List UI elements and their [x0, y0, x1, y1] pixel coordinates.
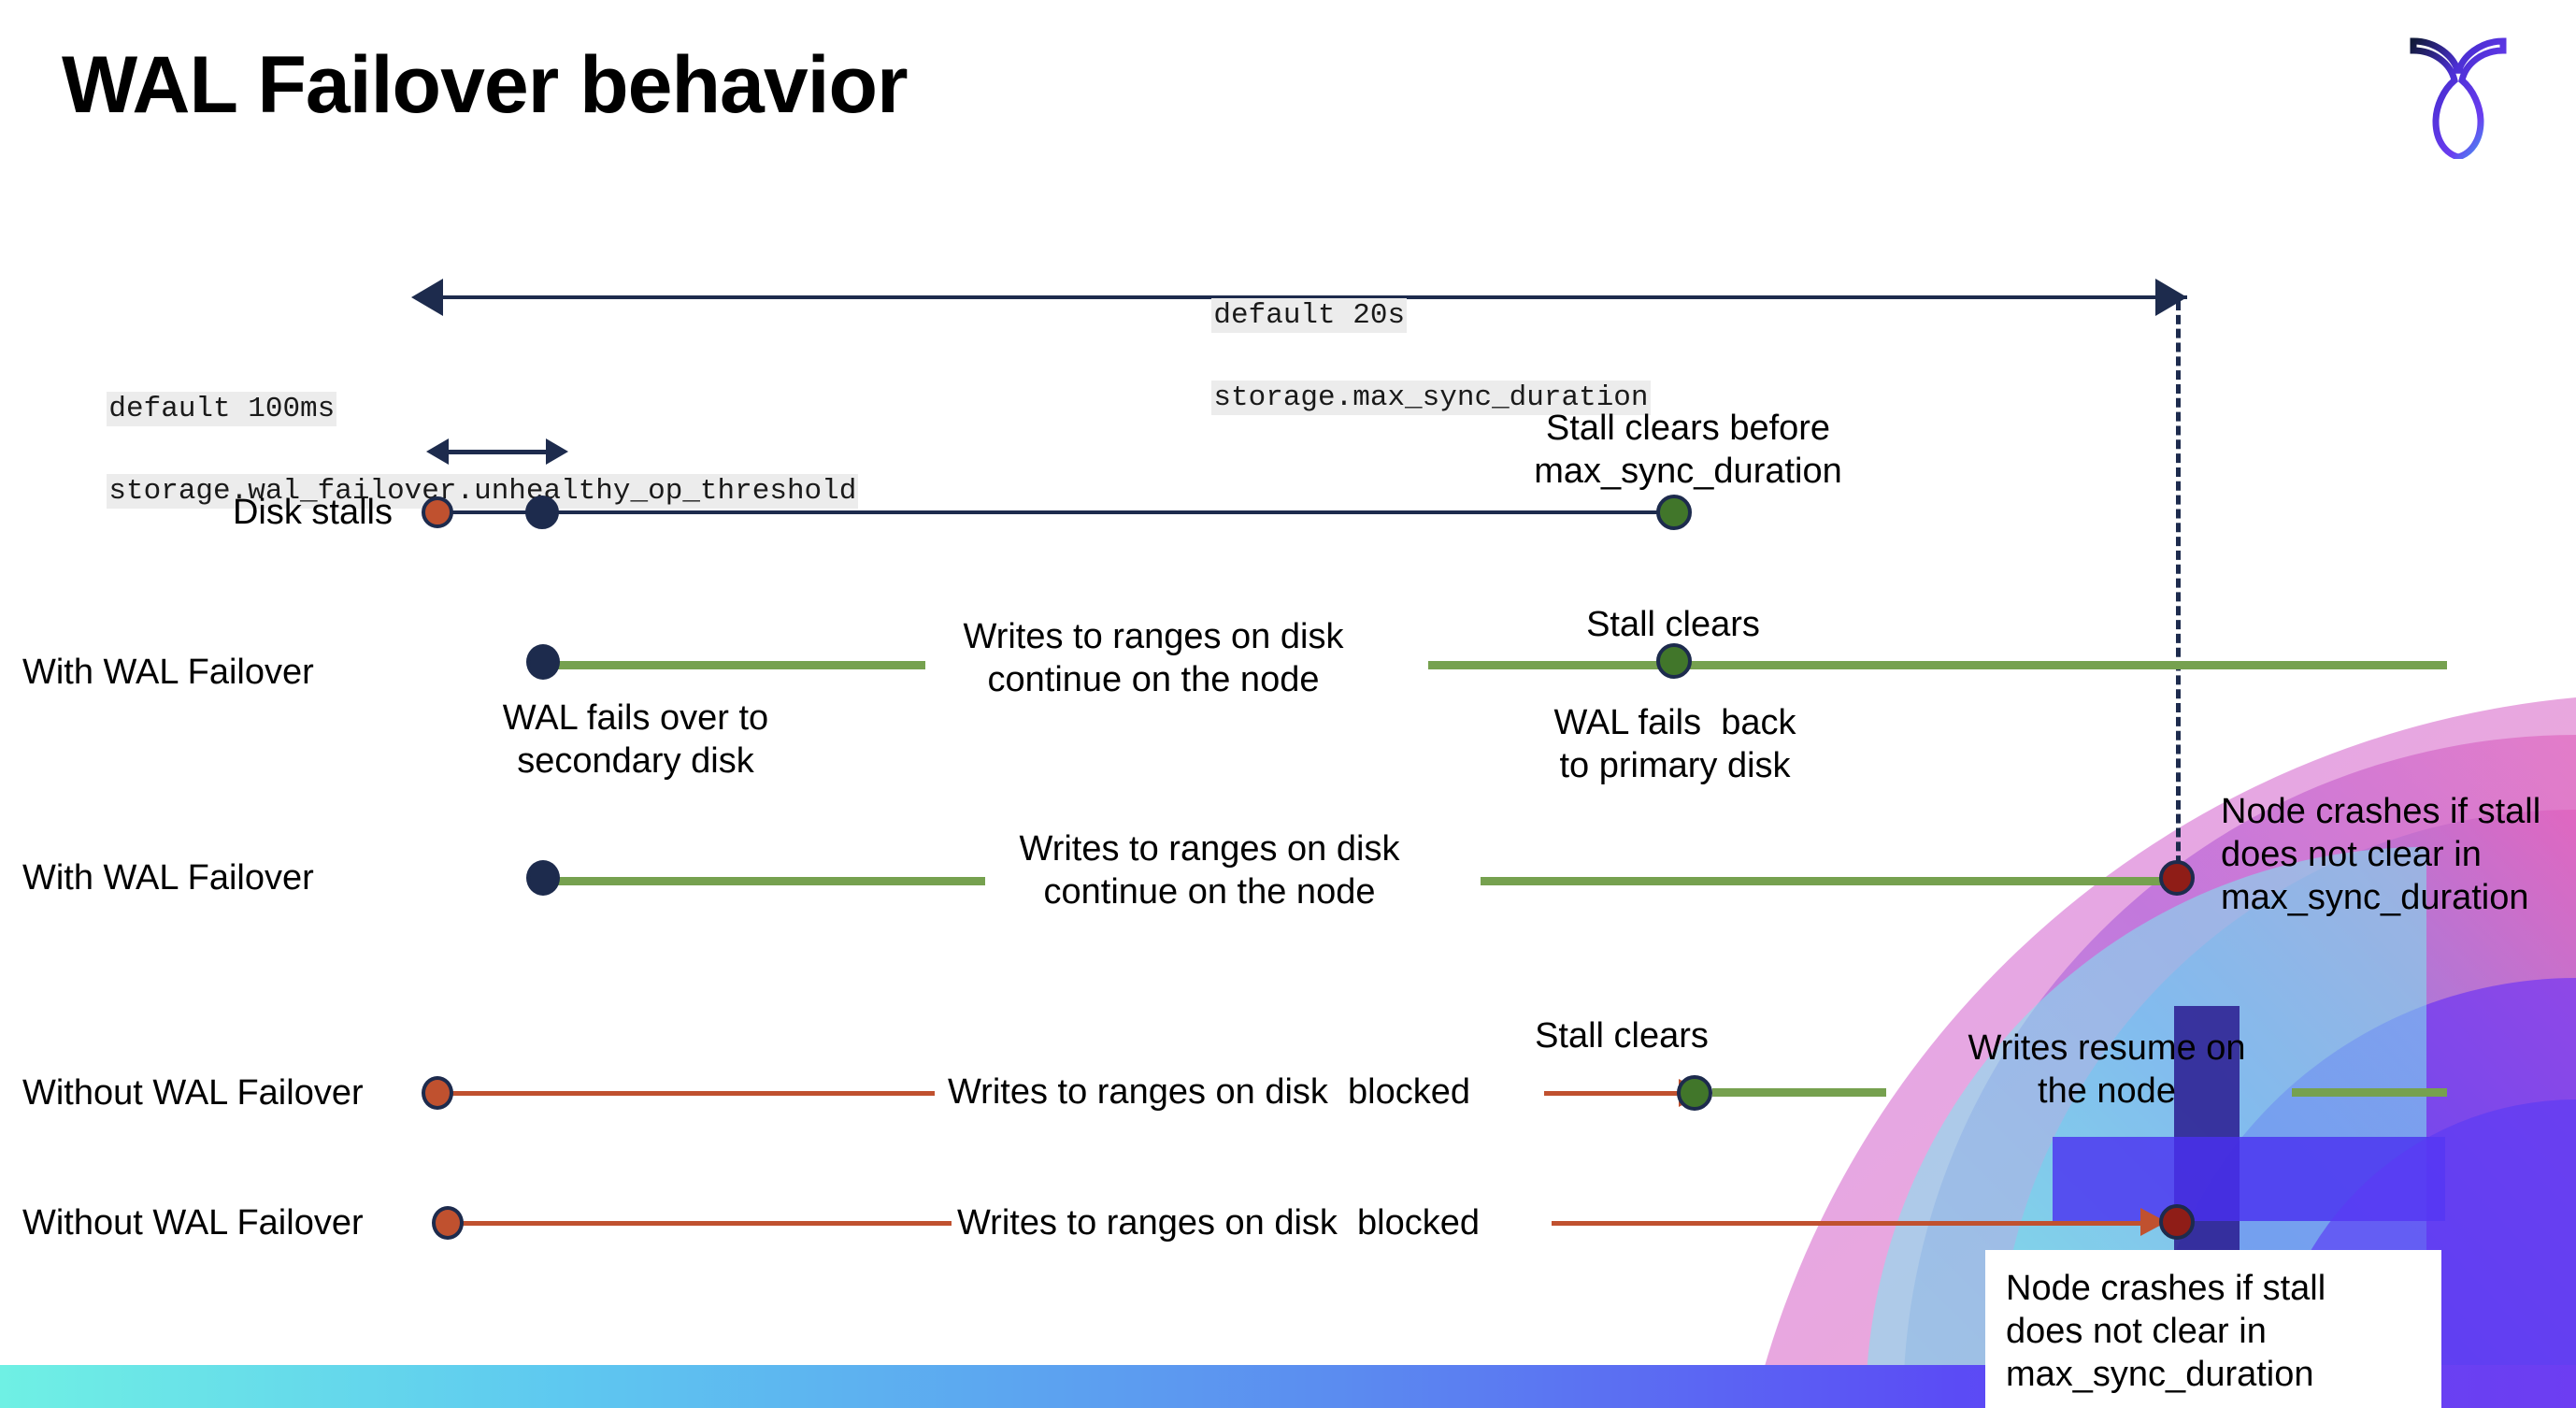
callout-node-crashes-row5: Node crashes if stall does not clear in …	[2006, 1269, 2326, 1394]
max-sync-arrow-right-icon	[2155, 279, 2187, 316]
row2-stall-clear-dot	[1656, 643, 1692, 679]
disk-stall-start-dot	[422, 496, 453, 528]
row3-line-segment-a	[548, 877, 985, 885]
row-label-without-wal-failover-2: Without WAL Failover	[22, 1203, 364, 1243]
row3-line-segment-b	[1481, 877, 2182, 885]
callout-writes-blocked-row5: Writes to ranges on disk blocked	[957, 1203, 1481, 1243]
unhealthy-op-span-line	[447, 450, 550, 454]
callout-box-node-crashes-row5: Node crashes if stall does not clear in …	[1985, 1250, 2441, 1408]
max-sync-default-value: default 20s	[1211, 298, 1408, 333]
callout-stall-clears-row2: Stall clears	[1586, 605, 1760, 644]
unhealthy-op-arrow-left-icon	[426, 438, 449, 465]
row3-failover-dot	[526, 860, 560, 896]
row-label-without-wal-failover-1: Without WAL Failover	[22, 1073, 364, 1113]
unhealthy-op-default-value: default 100ms	[107, 392, 337, 426]
disk-stall-clear-dot	[1656, 495, 1692, 530]
row4-resume-line-a	[1712, 1088, 1886, 1097]
row4-blocked-line-b	[1544, 1091, 1684, 1096]
row-label-disk-stalls: Disk stalls	[232, 493, 393, 532]
callout-writes-continue-row3: Writes to ranges on disk continue on the…	[1019, 829, 1400, 912]
callout-stall-clears-row4: Stall clears	[1535, 1016, 1709, 1056]
row5-blocked-line-a	[462, 1221, 952, 1226]
max-sync-annotation: default 20s storage.max_sync_duration	[1142, 254, 1666, 460]
disk-stall-line	[439, 510, 1673, 514]
max-sync-arrow-left-icon	[411, 279, 443, 316]
callout-writes-resume-row4: Writes resume on the node	[1968, 1028, 2246, 1111]
row4-stall-clear-dot	[1677, 1075, 1712, 1111]
callout-wal-fails-over: WAL fails over to secondary disk	[502, 698, 769, 781]
max-sync-span-line	[439, 295, 2187, 299]
callout-node-crashes-row3: Node crashes if stall does not clear in …	[2221, 792, 2541, 917]
row-label-with-wal-failover-1: With WAL Failover	[22, 653, 314, 692]
row2-failover-dot	[526, 644, 560, 680]
callout-writes-blocked-row4: Writes to ranges on disk blocked	[948, 1072, 1471, 1112]
row5-crash-dot	[2159, 1204, 2195, 1240]
row3-crash-dot	[2159, 860, 2195, 896]
row4-resume-line-b	[2292, 1088, 2447, 1097]
disk-stall-failover-dot	[525, 496, 559, 529]
callout-writes-continue-row2: Writes to ranges on disk continue on the…	[963, 617, 1344, 699]
max-sync-dashed-guide	[2176, 301, 2181, 879]
row2-line-segment-b	[1428, 661, 2447, 669]
row4-blocked-line-a	[449, 1091, 935, 1096]
callout-wal-fails-back: WAL fails back to primary disk	[1553, 703, 1796, 785]
row2-line-segment-a	[548, 661, 925, 669]
row5-stall-start-dot	[432, 1206, 464, 1240]
cockroachdb-logo	[2404, 28, 2512, 161]
row4-stall-start-dot	[422, 1076, 453, 1110]
unhealthy-op-setting-name: storage.wal_failover.unhealthy_op_thresh…	[107, 474, 859, 509]
callout-stall-clears-before: Stall clears before max_sync_duration	[1534, 409, 1842, 491]
row5-blocked-line-b	[1552, 1221, 2159, 1226]
page-title: WAL Failover behavior	[62, 40, 909, 130]
unhealthy-op-annotation: default 100ms storage.wal_failover.unhea…	[37, 348, 860, 553]
max-sync-setting-name: storage.max_sync_duration	[1211, 381, 1651, 415]
unhealthy-op-arrow-right-icon	[546, 438, 568, 465]
row-label-with-wal-failover-2: With WAL Failover	[22, 858, 314, 898]
